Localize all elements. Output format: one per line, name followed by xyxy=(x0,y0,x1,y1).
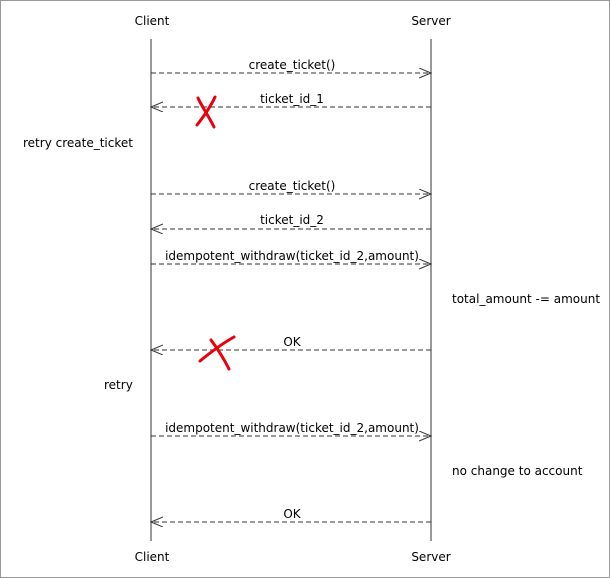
message-label: ticket_id_2 xyxy=(260,213,324,227)
message-ticket-id-2: ticket_id_2 xyxy=(151,213,431,229)
message-idempotent-withdraw-1: idempotent_withdraw(ticket_id_2,amount) xyxy=(151,249,431,264)
message-idempotent-withdraw-2: idempotent_withdraw(ticket_id_2,amount) xyxy=(151,421,431,436)
lost-message-mark-1 xyxy=(195,95,217,129)
message-label: create_ticket() xyxy=(249,58,336,72)
note-no-change: no change to account xyxy=(452,464,583,478)
server-top-label: Server xyxy=(411,14,450,28)
note-total-amount: total_amount -= amount xyxy=(452,292,600,306)
message-label: ticket_id_1 xyxy=(260,92,324,106)
client-bottom-label: Client xyxy=(135,550,170,564)
client-top-label: Client xyxy=(135,14,170,28)
message-create-ticket-2: create_ticket() xyxy=(151,179,431,194)
note-retry: retry xyxy=(104,378,133,392)
message-label: idempotent_withdraw(ticket_id_2,amount) xyxy=(165,421,419,435)
lost-message-mark-2 xyxy=(198,335,236,371)
note-retry-create-ticket: retry create_ticket xyxy=(23,136,133,150)
message-ticket-id-1: ticket_id_1 xyxy=(151,92,431,107)
message-ok-2: OK xyxy=(151,507,431,522)
message-label: OK xyxy=(283,335,301,349)
message-label: OK xyxy=(283,507,301,521)
server-bottom-label: Server xyxy=(411,550,450,564)
message-ok-1: OK xyxy=(151,335,431,350)
message-label: idempotent_withdraw(ticket_id_2,amount) xyxy=(165,249,419,263)
message-create-ticket-1: create_ticket() xyxy=(151,58,431,73)
message-label: create_ticket() xyxy=(249,179,336,193)
